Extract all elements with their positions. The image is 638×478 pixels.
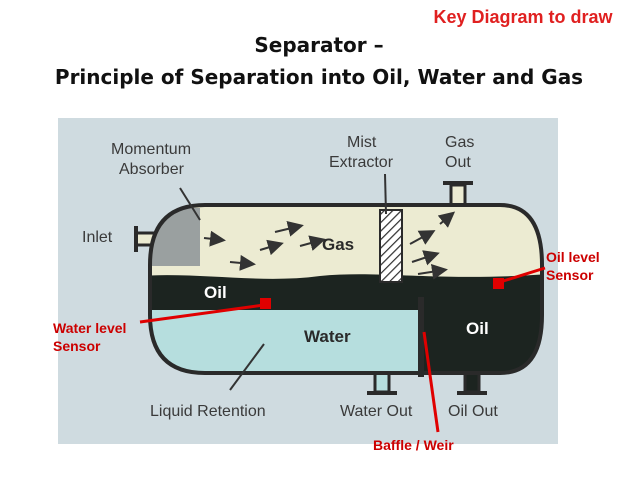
slide-subtitle: Principle of Separation into Oil, Water … [54, 65, 584, 89]
gas-flow-arrows [203, 211, 456, 280]
water-out-label: Water Out [340, 403, 413, 420]
liquid-retention-label: Liquid Retention [150, 403, 266, 420]
momentum-absorber-label-2: Absorber [119, 161, 185, 178]
oil-sensor-pointer [499, 266, 546, 284]
oil-level-sensor-line-1: Oil level [546, 249, 600, 265]
mist-extractor-label-2: Extractor [329, 154, 394, 171]
oil-out-label: Oil Out [448, 403, 498, 420]
mist-extractor-leader [384, 173, 387, 215]
water-level-sensor-line-2: Sensor [53, 338, 101, 354]
oil-level-sensor-line-2: Sensor [546, 267, 594, 283]
water-sensor-pointer [139, 303, 265, 324]
baffle-pointer [422, 331, 440, 433]
baffle-weir [418, 297, 424, 377]
water-level-sensor-marker [260, 298, 271, 309]
inlet-label: Inlet [82, 229, 113, 246]
gas-out-label-1: Gas [445, 134, 474, 151]
mist-extractor-pad [379, 209, 403, 283]
water-level-sensor-line-1: Water level [53, 320, 127, 336]
momentum-absorber-plate [150, 208, 200, 266]
mist-extractor-label-1: Mist [347, 134, 377, 151]
oil-zone-label-right: Oil [466, 319, 489, 338]
vessel-shell [148, 203, 544, 375]
key-diagram-banner: Key Diagram to draw [410, 4, 636, 30]
oil-zone-label-left: Oil [204, 283, 227, 302]
water-layer [150, 310, 420, 373]
oil-level-sensor-annotation: Oil level Sensor [546, 248, 600, 284]
momentum-absorber-leader [179, 187, 201, 221]
water-zone-label: Water [304, 327, 351, 346]
gas-out-label-2: Out [445, 154, 471, 171]
slide-title: Separator – [254, 33, 384, 57]
gas-zone-label: Gas [322, 235, 354, 254]
vessel-contents [150, 205, 542, 373]
liquid-retention-leader [229, 343, 265, 391]
baffle-weir-annotation: Baffle / Weir [373, 437, 454, 453]
momentum-absorber-label-1: Momentum [111, 141, 191, 158]
oil-level-sensor-marker [493, 278, 504, 289]
water-level-sensor-annotation: Water level Sensor [53, 319, 126, 355]
